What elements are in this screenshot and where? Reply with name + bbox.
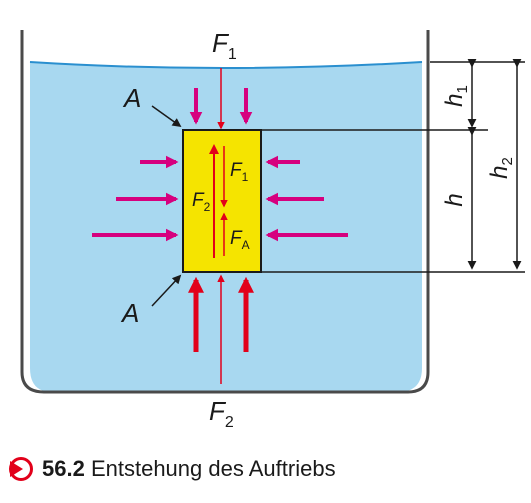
play-circle-icon: [9, 457, 33, 481]
A-bottom-pointer: [151, 274, 182, 307]
A-bottom-label: A: [120, 298, 139, 328]
A-top-label: A: [122, 83, 141, 113]
h-label: h: [441, 193, 468, 206]
h2-label: h2: [486, 157, 516, 179]
F2-inner-label: F2: [192, 190, 211, 214]
vessel: [20, 30, 430, 394]
h1-label: h1: [441, 85, 471, 107]
figure-caption: 56.2 Entstehung des Auftriebs: [8, 456, 336, 482]
A-top-pointer: [151, 105, 182, 128]
water-surface-line: [29, 61, 423, 69]
FA-inner-label: FA: [230, 228, 250, 252]
buoyancy-diagram: h1 h h2 F1 F2 A A F1 F2 FA: [20, 28, 525, 431]
caption-text: Entstehung des Auftriebs: [90, 456, 336, 481]
F1-inner-label: F1: [230, 160, 249, 184]
F2-bottom-label: F2: [209, 396, 234, 431]
F1-top-label: F1: [212, 28, 237, 63]
caption-number: 56.2: [42, 456, 85, 481]
